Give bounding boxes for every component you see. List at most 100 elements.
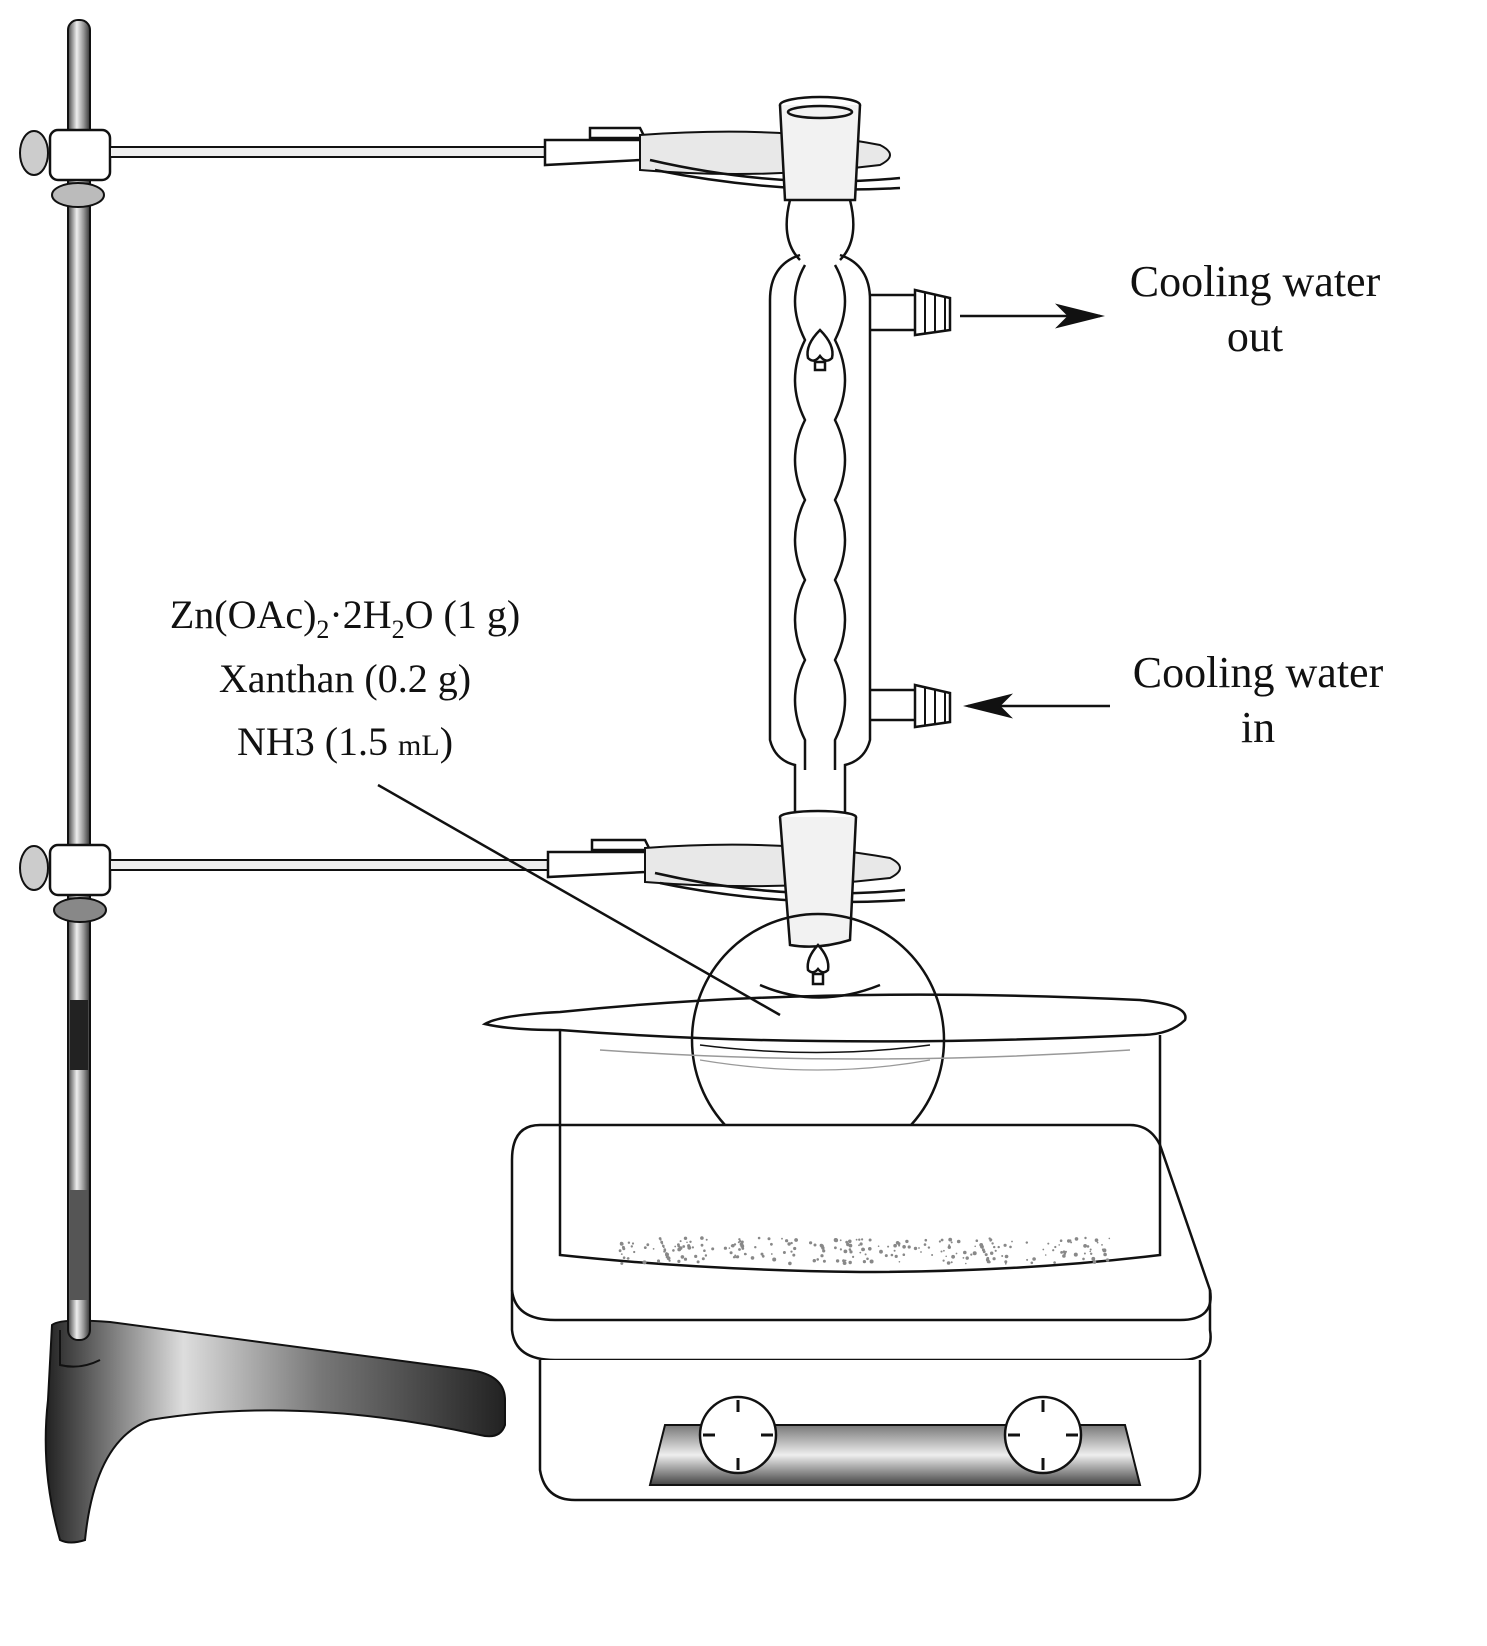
water-dot	[687, 1244, 691, 1248]
water-dot	[902, 1253, 906, 1256]
water-dot	[884, 1254, 888, 1258]
ring-stand-icon	[44, 19, 506, 1544]
water-dot	[945, 1255, 947, 1258]
water-dot	[728, 1247, 731, 1249]
water-dot	[994, 1249, 997, 1252]
water-dot	[794, 1238, 798, 1242]
water-out-label-line1: Cooling water	[1130, 257, 1381, 306]
water-dot	[946, 1261, 951, 1265]
water-dot	[955, 1252, 958, 1255]
water-dot	[788, 1261, 792, 1266]
water-dot	[848, 1239, 852, 1244]
water-dot	[626, 1257, 629, 1260]
water-dot	[898, 1244, 901, 1247]
water-dot	[940, 1238, 944, 1242]
water-dot	[652, 1248, 655, 1250]
water-dot	[761, 1254, 765, 1258]
water-dot	[975, 1239, 979, 1242]
water-dot	[965, 1256, 969, 1260]
water-dot	[898, 1261, 901, 1263]
water-dot	[942, 1259, 945, 1262]
water-dot	[866, 1257, 869, 1261]
water-dot	[661, 1242, 664, 1245]
water-dot	[631, 1242, 635, 1245]
water-dot	[913, 1246, 918, 1251]
water-dot	[1032, 1257, 1036, 1261]
water-dot	[1059, 1239, 1063, 1242]
water-dot	[962, 1257, 965, 1259]
water-dot	[868, 1238, 872, 1242]
water-dot	[1096, 1241, 1099, 1244]
water-dot	[989, 1239, 992, 1242]
water-dot	[729, 1251, 733, 1255]
water-dot	[1003, 1243, 1007, 1247]
water-dot	[1082, 1257, 1085, 1261]
knob-left-icon	[698, 1395, 778, 1475]
reagent-xanthan: Xanthan (0.2 g)	[219, 656, 471, 701]
water-dot	[1060, 1251, 1063, 1254]
water-dot	[890, 1253, 894, 1257]
water-dot	[852, 1255, 855, 1258]
water-dot	[666, 1256, 671, 1261]
water-dot	[738, 1248, 741, 1251]
water-dot	[1104, 1254, 1107, 1257]
water-dot	[970, 1253, 973, 1256]
water-dot	[894, 1254, 898, 1258]
water-dot	[980, 1244, 984, 1249]
water-dot	[785, 1239, 789, 1243]
water-dot	[868, 1247, 872, 1251]
water-dot	[951, 1254, 955, 1259]
water-dot	[859, 1251, 862, 1254]
water-dot	[620, 1261, 624, 1265]
water-dot	[1074, 1237, 1079, 1241]
water-dot	[1073, 1252, 1078, 1257]
reagent-pointer-line	[377, 783, 781, 1017]
water-dot	[1062, 1254, 1066, 1258]
water-dot	[633, 1250, 636, 1254]
water-dot	[1093, 1260, 1096, 1263]
water-dot	[677, 1244, 680, 1248]
water-dot	[668, 1259, 671, 1262]
water-dot	[659, 1238, 662, 1241]
water-dot	[982, 1250, 986, 1254]
water-dot	[1004, 1260, 1008, 1264]
water-dot	[679, 1240, 682, 1243]
water-dot	[839, 1248, 843, 1251]
water-dot	[991, 1242, 994, 1245]
water-dot	[705, 1238, 708, 1241]
water-dot	[938, 1240, 942, 1243]
water-dot	[1089, 1248, 1092, 1251]
water-dot	[950, 1241, 953, 1244]
water-dot	[948, 1237, 953, 1242]
water-dot	[664, 1250, 667, 1252]
water-dot	[733, 1243, 737, 1246]
water-dot	[627, 1241, 631, 1244]
water-dot	[844, 1259, 847, 1262]
water-dot	[843, 1249, 848, 1254]
water-dot	[956, 1239, 961, 1244]
water-dot	[750, 1256, 755, 1260]
water-dot	[1009, 1245, 1012, 1249]
water-dot	[689, 1240, 692, 1244]
water-dot	[740, 1244, 745, 1248]
water-dot	[760, 1252, 764, 1256]
water-dot	[657, 1261, 661, 1264]
water-dot	[781, 1237, 783, 1240]
water-dot	[772, 1257, 777, 1262]
water-dot	[793, 1246, 797, 1251]
water-dot	[812, 1259, 816, 1263]
water-dot	[767, 1237, 771, 1241]
water-dot	[723, 1246, 728, 1250]
water-dot	[839, 1239, 842, 1242]
water-dot	[862, 1248, 865, 1251]
water-dot	[1004, 1262, 1007, 1265]
reagent-ammonia: NH3 (1.5 mL)	[237, 719, 453, 764]
water-dot	[887, 1245, 890, 1248]
water-dot	[782, 1251, 786, 1254]
water-dot	[662, 1246, 665, 1249]
water-dot	[849, 1250, 853, 1254]
water-dot	[1058, 1244, 1060, 1246]
water-dot	[620, 1253, 623, 1255]
water-dot	[858, 1238, 861, 1241]
